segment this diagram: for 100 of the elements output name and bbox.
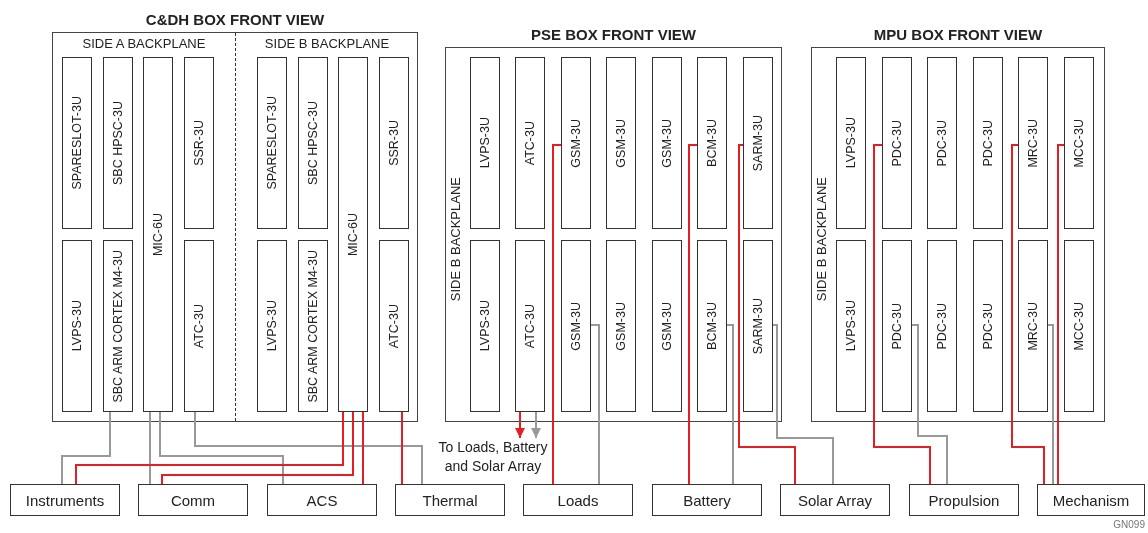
connector-line: [159, 411, 284, 485]
backplane-label: SIDE B BACKPLANE: [449, 177, 462, 302]
card-label: SSR-3U: [387, 120, 401, 166]
card-label: MRC-3U: [1026, 301, 1040, 351]
card-label: SBC ARM CORTEX M4-3U: [111, 249, 125, 403]
card-label: GSM-3U: [660, 118, 674, 168]
circuit-card: [652, 240, 682, 412]
circuit-card: [62, 240, 92, 412]
connector-line: [738, 144, 796, 485]
card-label: MCC-3U: [1072, 118, 1086, 168]
box-title: MPU BOX FRONT VIEW: [872, 25, 1044, 45]
card-label: PDC-3U: [981, 119, 995, 167]
subsystem-box: Mechanism: [1037, 484, 1145, 516]
connector-line: [873, 144, 931, 485]
card-label: SSR-3U: [192, 120, 206, 166]
card-label: LVPS-3U: [844, 117, 858, 169]
circuit-card: [973, 240, 1003, 412]
card-label: ATC-3U: [523, 303, 537, 349]
box-title: PSE BOX FRONT VIEW: [530, 25, 697, 45]
arrow: [515, 411, 525, 439]
card-label: MRC-3U: [1026, 118, 1040, 168]
connector-line: [726, 324, 734, 485]
subsystem-box: Solar Array: [780, 484, 890, 516]
circuit-card: [338, 57, 368, 412]
card-label: MIC-6U: [346, 212, 360, 257]
connector-line: [910, 324, 948, 485]
connector-line: [61, 411, 111, 485]
backplane-label: SIDE B BACKPLANE: [263, 36, 391, 52]
circuit-card: [1064, 57, 1094, 229]
card-label: SPARESLOT-3U: [70, 96, 84, 190]
connector-line: [1047, 324, 1054, 485]
card-label: LVPS-3U: [844, 300, 858, 352]
circuit-card: [515, 57, 545, 229]
circuit-card: [836, 57, 866, 229]
circuit-card: [606, 240, 636, 412]
card-label: LVPS-3U: [70, 300, 84, 352]
card-label: BCM-3U: [705, 119, 719, 167]
card-label: BCM-3U: [705, 302, 719, 350]
circuit-card: [184, 57, 214, 229]
circuit-card: [973, 57, 1003, 229]
circuit-card: [606, 57, 636, 229]
circuit-card: [1064, 240, 1094, 412]
card-label: GSM-3U: [569, 301, 583, 351]
subsystem-box: Comm: [138, 484, 248, 516]
card-label: SARM-3U: [751, 297, 765, 355]
circuit-card: [62, 57, 92, 229]
circuit-card: [257, 240, 287, 412]
card-label: MCC-3U: [1072, 301, 1086, 351]
circuit-card: [561, 57, 591, 229]
card-label: MIC-6U: [151, 212, 165, 257]
connector-line: [194, 411, 423, 485]
card-label: PDC-3U: [935, 119, 949, 167]
subsystem-box: Battery: [652, 484, 762, 516]
subsystem-box: Thermal: [395, 484, 505, 516]
card-label: GSM-3U: [569, 118, 583, 168]
card-label: PDC-3U: [935, 302, 949, 350]
circuit-card: [257, 57, 287, 229]
circuit-card: [927, 57, 957, 229]
card-label: GSM-3U: [660, 301, 674, 351]
card-label: GSM-3U: [614, 301, 628, 351]
card-label: SBC HPSC-3U: [306, 100, 320, 185]
backplane-label: SIDE A BACKPLANE: [81, 36, 207, 52]
card-label: LVPS-3U: [478, 117, 492, 169]
connector-line: [590, 324, 600, 485]
connector-line: [552, 144, 562, 485]
circuit-card: [470, 57, 500, 229]
card-label: ATC-3U: [523, 120, 537, 166]
card-label: LVPS-3U: [478, 300, 492, 352]
circuit-card: [836, 240, 866, 412]
card-label: PDC-3U: [890, 302, 904, 350]
card-label: ATC-3U: [192, 303, 206, 349]
box-title: C&DH BOX FRONT VIEW: [144, 10, 326, 30]
card-label: PDC-3U: [981, 302, 995, 350]
card-label: SARM-3U: [751, 114, 765, 172]
circuit-card: [379, 240, 409, 412]
circuit-card: [927, 240, 957, 412]
card-label: LVPS-3U: [265, 300, 279, 352]
subsystem-box: Loads: [523, 484, 633, 516]
circuit-card: [143, 57, 173, 412]
circuit-card: [882, 240, 912, 412]
connector-line: [149, 411, 151, 485]
circuit-card: [882, 57, 912, 229]
circuit-card: [184, 240, 214, 412]
subsystem-box: Instruments: [10, 484, 120, 516]
connector-line: [772, 324, 834, 485]
card-label: SPARESLOT-3U: [265, 96, 279, 190]
circuit-card: [697, 240, 727, 412]
connector-line: [161, 411, 354, 485]
connector-line: [401, 411, 403, 485]
circuit-card: [743, 240, 773, 412]
backplane-label: SIDE B BACKPLANE: [815, 177, 828, 302]
circuit-card: [298, 57, 328, 229]
circuit-card: [103, 240, 133, 412]
connector-line: [75, 411, 344, 485]
arrow: [531, 411, 541, 439]
circuit-card: [697, 57, 727, 229]
circuit-card: [1018, 57, 1048, 229]
card-label: SBC HPSC-3U: [111, 100, 125, 185]
connector-line: [362, 411, 364, 485]
circuit-card: [652, 57, 682, 229]
